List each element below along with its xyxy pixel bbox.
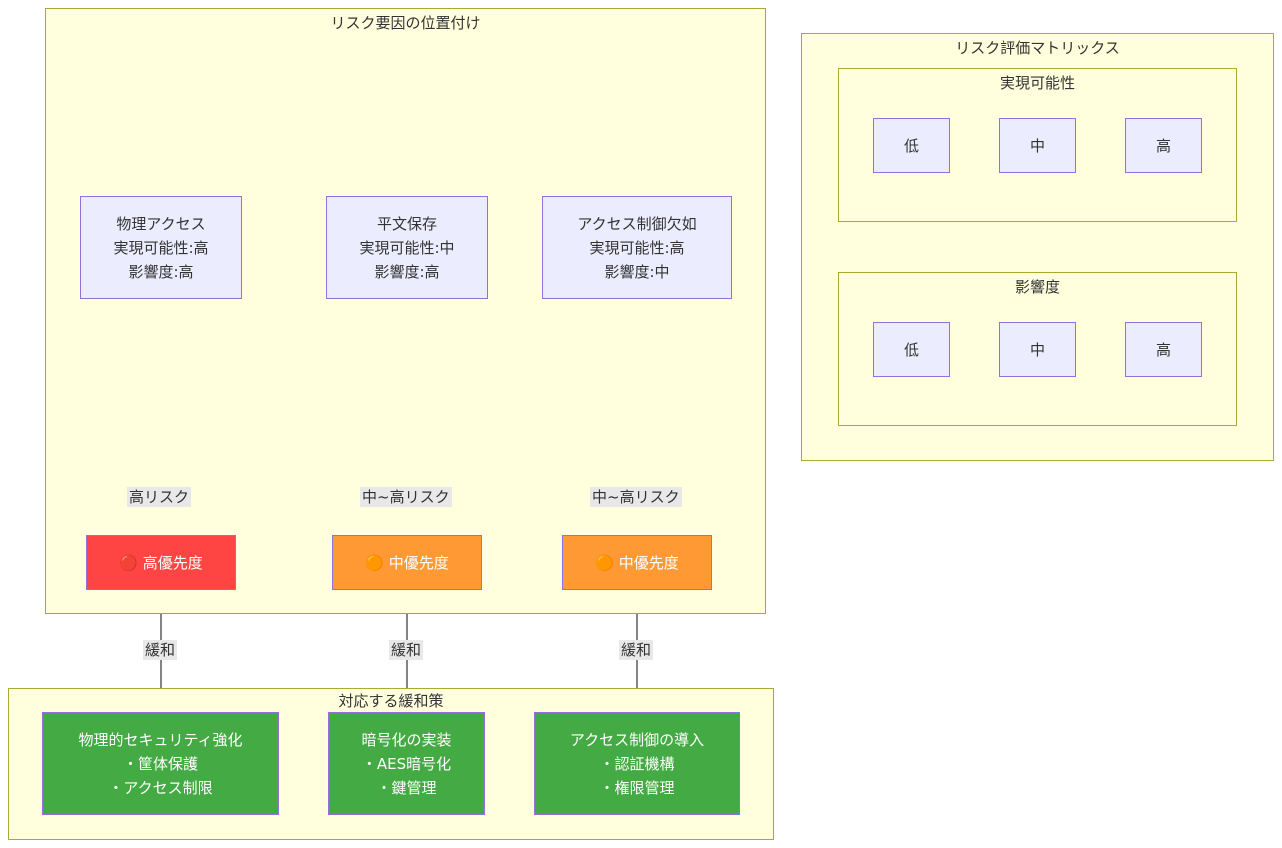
risk-1-edge-label: 高リスク <box>127 487 192 507</box>
mitigation-1-edge-label: 緩和 <box>143 640 178 660</box>
impact-low-label: 低 <box>903 340 919 359</box>
feasibility-mid-node: 中 <box>999 118 1076 173</box>
priority-node-medium-1: 🟠 中優先度 <box>332 535 482 590</box>
cluster-title-impact: 影響度 <box>1014 278 1060 296</box>
feasibility-mid-label: 中 <box>1029 136 1045 155</box>
risk-3-edge-label: 中~高リスク <box>590 487 682 507</box>
mitigation-3-title: アクセス制御の導入 <box>569 730 705 749</box>
priority-3-label: 🟠 中優先度 <box>595 553 679 572</box>
impact-mid-node: 中 <box>999 322 1076 377</box>
feasibility-high-node: 高 <box>1125 118 1202 173</box>
priority-node-high: 🔴 高優先度 <box>86 535 236 590</box>
mitigation-1-title: 物理的セキュリティ強化 <box>78 730 243 749</box>
feasibility-high-label: 高 <box>1155 136 1171 155</box>
cluster-title-mitigation: 対応する緩和策 <box>338 692 444 710</box>
mitigation-1-item-2: ・アクセス制限 <box>108 778 213 797</box>
impact-low-node: 低 <box>873 322 950 377</box>
risk-2-edge-label: 中~高リスク <box>360 487 452 507</box>
risk-node-physical-access: 物理アクセス 実現可能性:高 影響度:高 <box>80 196 242 299</box>
cluster-risk-positioning: リスク要因の位置付け <box>45 8 766 614</box>
mitigation-1-item-1: ・筐体保護 <box>122 754 198 773</box>
risk-node-access-control: アクセス制御欠如 実現可能性:高 影響度:中 <box>542 196 732 299</box>
risk-3-impact: 影響度:中 <box>604 262 670 281</box>
priority-node-medium-2: 🟠 中優先度 <box>562 535 712 590</box>
risk-1-feasibility: 実現可能性:高 <box>113 238 209 257</box>
mitigation-3-item-1: ・認証機構 <box>599 754 675 773</box>
mitigation-2-item-2: ・鍵管理 <box>376 778 437 797</box>
impact-high-node: 高 <box>1125 322 1202 377</box>
risk-3-feasibility: 実現可能性:高 <box>589 238 685 257</box>
risk-3-name: アクセス制御欠如 <box>577 214 697 233</box>
risk-node-plaintext-storage: 平文保存 実現可能性:中 影響度:高 <box>326 196 488 299</box>
mitigation-node-encryption: 暗号化の実装 ・AES暗号化 ・鍵管理 <box>328 712 485 815</box>
mitigation-node-access-control: アクセス制御の導入 ・認証機構 ・権限管理 <box>534 712 740 815</box>
impact-high-label: 高 <box>1155 340 1171 359</box>
mitigation-node-physical-security: 物理的セキュリティ強化 ・筐体保護 ・アクセス制限 <box>42 712 279 815</box>
risk-1-name: 物理アクセス <box>116 214 206 233</box>
cluster-title-risk-matrix: リスク評価マトリックス <box>955 39 1120 57</box>
risk-2-feasibility: 実現可能性:中 <box>359 238 455 257</box>
mitigation-2-edge-label: 緩和 <box>389 640 424 660</box>
mitigation-3-edge-label: 緩和 <box>619 640 654 660</box>
risk-2-impact: 影響度:高 <box>374 262 440 281</box>
feasibility-low-node: 低 <box>873 118 950 173</box>
cluster-title-risk-positioning: リスク要因の位置付け <box>330 14 481 32</box>
mitigation-2-title: 暗号化の実装 <box>361 730 452 749</box>
priority-2-label: 🟠 中優先度 <box>365 553 449 572</box>
feasibility-low-label: 低 <box>903 136 919 155</box>
risk-1-impact: 影響度:高 <box>128 262 194 281</box>
mitigation-2-item-1: ・AES暗号化 <box>361 754 452 773</box>
cluster-title-feasibility: 実現可能性 <box>999 74 1075 92</box>
risk-2-name: 平文保存 <box>376 214 437 233</box>
priority-1-label: 🔴 高優先度 <box>119 553 203 572</box>
mitigation-3-item-2: ・権限管理 <box>599 778 675 797</box>
impact-mid-label: 中 <box>1029 340 1045 359</box>
